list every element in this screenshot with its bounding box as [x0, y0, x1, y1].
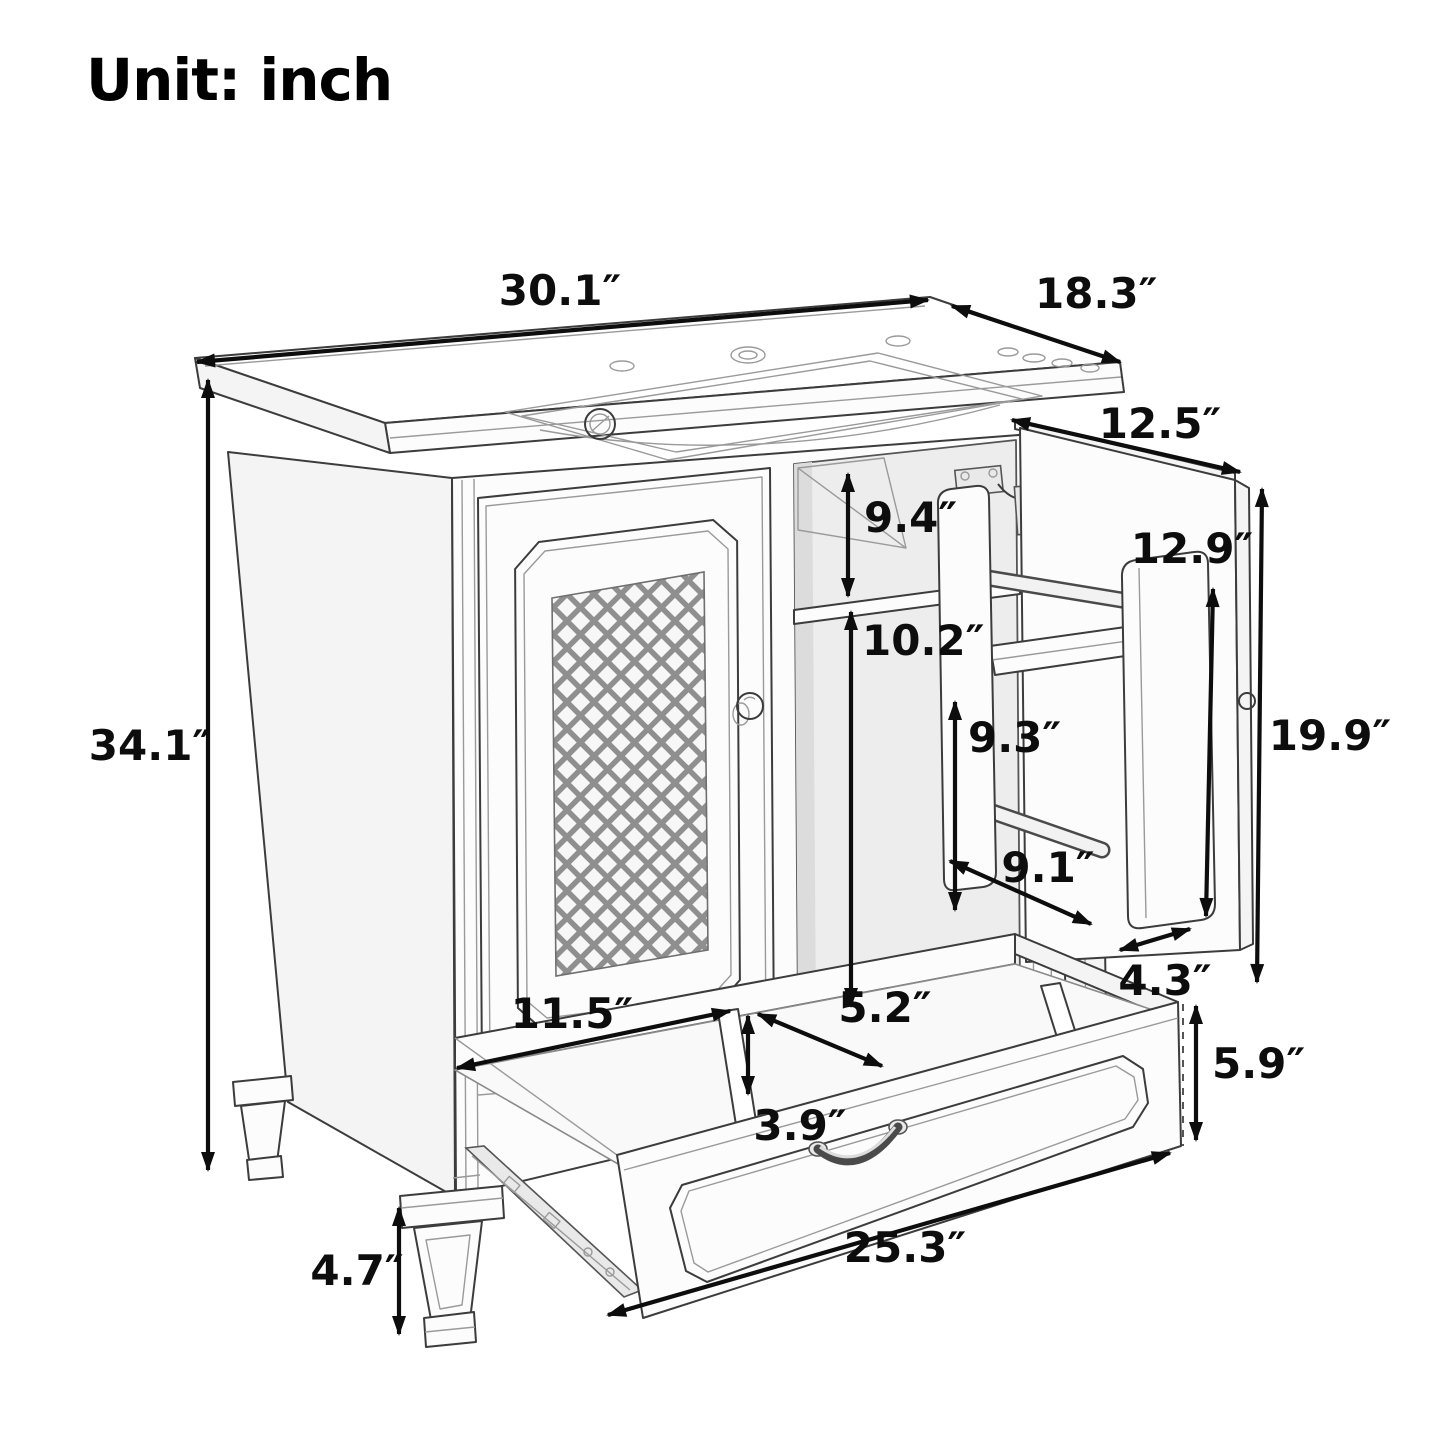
dim-label-rack-rail-length: 9.1″	[1001, 843, 1094, 892]
dimension-rack-height: 12.9″	[1131, 524, 1253, 918]
dim-label-rack-depth: 4.3″	[1118, 956, 1211, 1005]
dim-label-overall-height: 34.1″	[89, 721, 211, 770]
dimension-rack-rail-length: 9.1″	[948, 843, 1095, 926]
dimension-leg-height: 4.7″	[310, 1206, 406, 1336]
left-door-knob	[732, 692, 764, 726]
dimension-drawer-front-height: 5.9″	[1182, 1004, 1305, 1146]
dimension-drawer-inner-depth: 3.9″	[741, 1014, 847, 1150]
left-door	[477, 467, 775, 1073]
dim-label-drawer-front-height: 5.9″	[1212, 1039, 1305, 1088]
dimension-sink-top-width: 30.1″	[195, 266, 930, 368]
dimension-upper-compartment-height: 9.4″	[841, 472, 957, 598]
dim-label-door-height: 19.9″	[1269, 711, 1391, 760]
dim-label-drawer-left-section: 11.5″	[511, 989, 633, 1038]
dim-label-drawer-width: 25.3″	[844, 1223, 966, 1272]
rear-left-leg	[232, 1075, 294, 1181]
lattice-panel	[551, 571, 709, 977]
dim-label-upper-compartment-height: 9.4″	[864, 493, 957, 542]
dim-label-sink-top-width: 30.1″	[499, 266, 621, 315]
dim-label-rack-height: 12.9″	[1131, 524, 1253, 573]
rack-right-upright	[1120, 550, 1216, 930]
dimension-drawer-right-section: 5.2″	[756, 983, 932, 1068]
dim-label-lower-compartment-height: 10.2″	[862, 616, 984, 665]
dimension-door-height: 19.9″	[1250, 487, 1391, 984]
front-left-leg	[399, 1185, 505, 1348]
dim-label-leg-height: 4.7″	[310, 1246, 403, 1295]
dimension-door-width: 12.5″	[1010, 399, 1242, 475]
dim-label-drawer-inner-depth: 3.9″	[753, 1101, 846, 1150]
dim-label-rack-clearance: 9.3″	[968, 713, 1061, 762]
rack-left-upright	[936, 484, 997, 892]
dim-label-sink-top-depth: 18.3″	[1035, 269, 1157, 318]
dimension-sink-top-depth: 18.3″	[950, 269, 1157, 364]
dim-label-door-width: 12.5″	[1099, 399, 1221, 448]
dimension-overall-height: 34.1″	[89, 378, 215, 1172]
dimension-rack-depth: 4.3″	[1118, 926, 1212, 1005]
dimension-drawer-left-section: 11.5″	[455, 989, 732, 1072]
unit-label: Unit: inch	[86, 46, 392, 114]
drain-hole	[584, 408, 616, 440]
dim-label-drawer-right-section: 5.2″	[838, 983, 931, 1032]
dimension-drawer-width: 25.3″	[606, 1150, 1172, 1318]
countertop-left-edge	[194, 357, 391, 454]
dimension-lower-compartment-height: 10.2″	[844, 610, 984, 1008]
